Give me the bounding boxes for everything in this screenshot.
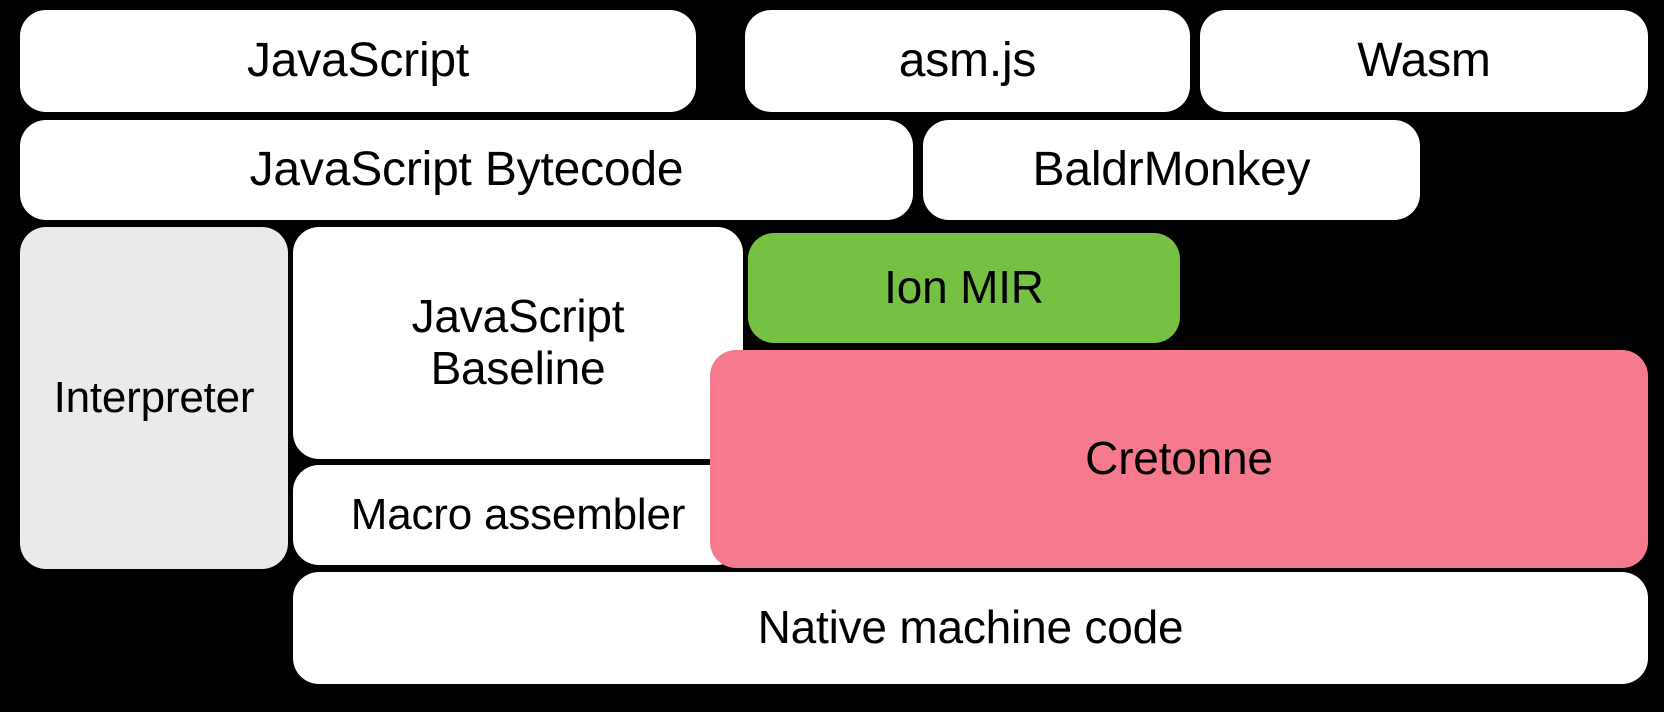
- node-wasm[interactable]: Wasm: [1200, 10, 1648, 112]
- node-cretonne[interactable]: Cretonne: [710, 350, 1648, 568]
- node-asmjs[interactable]: asm.js: [745, 10, 1190, 112]
- node-interpreter[interactable]: Interpreter: [20, 227, 288, 569]
- node-javascript-baseline[interactable]: JavaScript Baseline: [293, 227, 743, 459]
- node-javascript-bytecode[interactable]: JavaScript Bytecode: [20, 120, 913, 220]
- node-ion-mir[interactable]: Ion MIR: [748, 233, 1180, 343]
- node-native-machine-code[interactable]: Native machine code: [293, 572, 1648, 684]
- node-javascript[interactable]: JavaScript: [20, 10, 696, 112]
- node-baldrmonkey[interactable]: BaldrMonkey: [923, 120, 1420, 220]
- node-macro-assembler[interactable]: Macro assembler: [293, 465, 743, 565]
